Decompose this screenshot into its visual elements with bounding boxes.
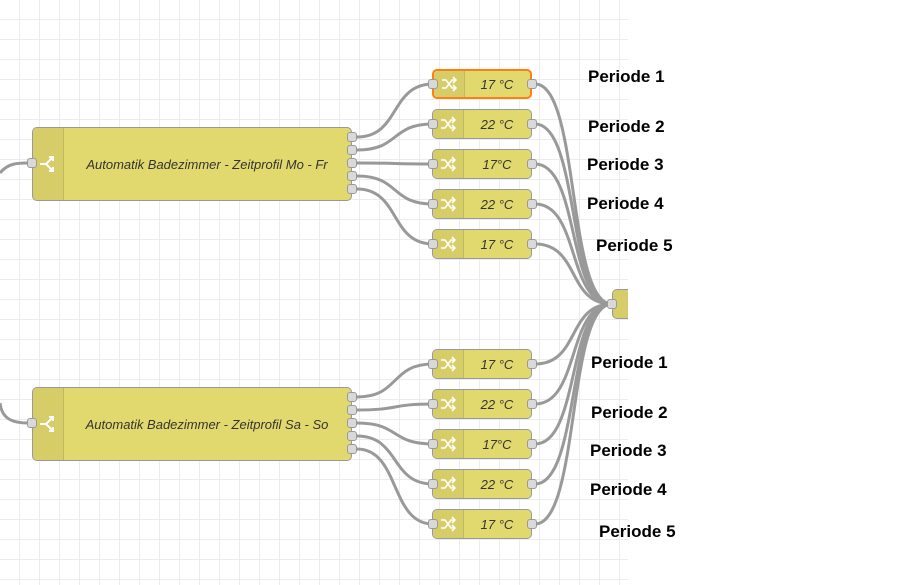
join-icon <box>613 290 628 318</box>
period-label-top-1: Periode 1 <box>588 67 665 86</box>
output-port-2[interactable] <box>347 405 357 415</box>
output-port-2[interactable] <box>347 145 357 155</box>
change-node-bottom-3[interactable]: 17°C <box>432 429 532 459</box>
wire <box>0 402 29 425</box>
period-label-top-2: Periode 2 <box>588 117 665 136</box>
wire <box>534 202 613 306</box>
node-label: 17 °C <box>480 76 514 92</box>
wire <box>356 187 434 246</box>
output-port-5[interactable] <box>347 184 357 194</box>
input-port[interactable] <box>428 159 438 169</box>
output-port[interactable] <box>527 159 537 169</box>
output-port-3[interactable] <box>347 418 357 428</box>
node-label: 17°C <box>482 156 512 172</box>
output-port-4[interactable] <box>347 171 357 181</box>
shuffle-icon <box>434 71 465 97</box>
input-port[interactable] <box>428 239 438 249</box>
output-port[interactable] <box>527 439 537 449</box>
switch-icon <box>33 388 64 460</box>
shuffle-icon <box>433 510 464 538</box>
shuffle-icon <box>433 390 464 418</box>
period-label-bottom-2: Periode 2 <box>591 403 668 422</box>
node-label: 22 °C <box>480 196 514 212</box>
node-label: 22 °C <box>480 116 514 132</box>
input-port[interactable] <box>27 158 37 168</box>
node-label: Automatik Badezimmer - Zeitprofil Mo - F… <box>86 156 328 172</box>
wire <box>0 161 29 174</box>
change-node-top-3[interactable]: 17°C <box>432 149 532 179</box>
period-label-top-4: Periode 4 <box>587 194 664 213</box>
switch-node-mo-fr[interactable]: Automatik Badezimmer - Zeitprofil Mo - F… <box>32 127 352 201</box>
wire <box>534 302 613 526</box>
wire <box>534 242 613 306</box>
node-label: 17°C <box>482 436 512 452</box>
output-port-4[interactable] <box>347 431 357 441</box>
change-node-bottom-5[interactable]: 17 °C <box>432 509 532 539</box>
output-port-5[interactable] <box>347 444 357 454</box>
switch-icon <box>33 128 64 200</box>
input-port[interactable] <box>428 359 438 369</box>
wire <box>356 434 434 486</box>
period-label-top-5: Periode 5 <box>596 236 673 255</box>
output-port[interactable] <box>527 199 537 209</box>
input-port[interactable] <box>27 418 37 428</box>
change-node-top-5[interactable]: 17 °C <box>432 229 532 259</box>
output-port-1[interactable] <box>347 132 357 142</box>
wire <box>356 421 434 446</box>
wire <box>356 82 434 139</box>
change-node-top-4[interactable]: 22 °C <box>432 189 532 219</box>
output-port[interactable] <box>527 359 537 369</box>
wire <box>356 362 434 399</box>
input-port[interactable] <box>428 119 438 129</box>
period-label-bottom-4: Periode 4 <box>590 480 667 499</box>
period-label-bottom-3: Periode 3 <box>590 441 667 460</box>
output-port[interactable] <box>527 479 537 489</box>
change-node-bottom-1[interactable]: 17 °C <box>432 349 532 379</box>
shuffle-icon <box>433 230 464 258</box>
output-port[interactable] <box>527 79 537 89</box>
output-port[interactable] <box>527 519 537 529</box>
shuffle-icon <box>433 190 464 218</box>
input-port[interactable] <box>428 79 438 89</box>
output-port-1[interactable] <box>347 392 357 402</box>
wire <box>356 402 434 412</box>
shuffle-icon <box>433 430 464 458</box>
shuffle-icon <box>433 470 464 498</box>
wire <box>356 447 434 526</box>
output-port-3[interactable] <box>347 158 357 168</box>
node-label: 17 °C <box>480 356 514 372</box>
shuffle-icon <box>433 150 464 178</box>
input-port[interactable] <box>428 439 438 449</box>
node-label: 17 °C <box>480 236 514 252</box>
wire <box>356 122 434 152</box>
wire <box>356 174 434 206</box>
change-node-bottom-2[interactable]: 22 °C <box>432 389 532 419</box>
shuffle-icon <box>433 350 464 378</box>
input-port[interactable] <box>428 479 438 489</box>
node-label: Automatik Badezimmer - Zeitprofil Sa - S… <box>85 416 329 432</box>
node-label: 22 °C <box>480 396 514 412</box>
join-input-port[interactable] <box>607 299 617 309</box>
shuffle-icon <box>433 110 464 138</box>
output-port[interactable] <box>527 399 537 409</box>
output-port[interactable] <box>527 119 537 129</box>
input-port[interactable] <box>428 399 438 409</box>
output-port[interactable] <box>527 239 537 249</box>
change-node-top-1[interactable]: 17 °C <box>432 69 532 99</box>
switch-node-sa-so[interactable]: Automatik Badezimmer - Zeitprofil Sa - S… <box>32 387 352 461</box>
input-port[interactable] <box>428 519 438 529</box>
input-port[interactable] <box>428 199 438 209</box>
change-node-bottom-4[interactable]: 22 °C <box>432 469 532 499</box>
period-label-bottom-1: Periode 1 <box>591 353 668 372</box>
change-node-top-2[interactable]: 22 °C <box>432 109 532 139</box>
period-label-bottom-5: Periode 5 <box>599 522 676 541</box>
period-label-top-3: Periode 3 <box>587 155 664 174</box>
node-label: 22 °C <box>480 476 514 492</box>
wire <box>356 161 434 166</box>
node-label: 17 °C <box>480 516 514 532</box>
